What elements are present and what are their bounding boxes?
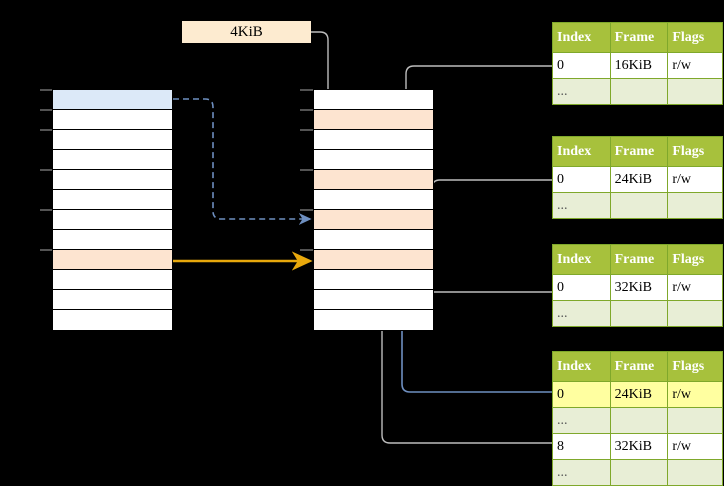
frame-cell[interactable] <box>314 90 433 110</box>
table-cell-flg: r/w <box>667 166 723 193</box>
column-header-flags: Flags <box>667 136 723 167</box>
vaddr-cell[interactable] <box>53 230 172 250</box>
vaddr-cell[interactable] <box>53 170 172 190</box>
vaddr-cell[interactable] <box>53 110 172 130</box>
table-ellipsis-row[interactable]: ... <box>552 407 723 434</box>
table-cell-idx: 0 <box>552 381 611 408</box>
table-cell-frm: 24KiB <box>609 381 669 408</box>
frame-cell[interactable] <box>314 150 433 170</box>
column-header-frame: Frame <box>609 244 669 275</box>
table-cell-frm: 16KiB <box>609 52 669 79</box>
table-ellipsis-row[interactable]: ... <box>552 78 723 105</box>
page-size-label: 4KiB <box>182 21 311 43</box>
table-ellipsis-row[interactable]: ... <box>552 459 723 486</box>
wire-table2-to-frame <box>414 179 552 224</box>
table-cell-frm <box>609 459 669 486</box>
table-cell-idx: ... <box>552 300 611 327</box>
table-cell-flg <box>667 300 723 327</box>
table-cell-flg: r/w <box>667 274 723 301</box>
frame-cell[interactable] <box>314 170 433 190</box>
table-cell-frm <box>609 300 669 327</box>
frame-cell[interactable] <box>314 210 433 230</box>
vaddr-cell[interactable] <box>53 90 172 110</box>
table-cell-idx: ... <box>552 407 611 434</box>
table-cell-flg <box>667 192 723 219</box>
offset-ticks-middle <box>300 89 313 251</box>
table-cell-idx: ... <box>552 192 611 219</box>
frame-cell[interactable] <box>314 270 433 290</box>
table-cell-idx: 8 <box>552 433 611 460</box>
column-header-flags: Flags <box>667 244 723 275</box>
column-header-index: Index <box>552 244 611 275</box>
column-header-flags: Flags <box>667 22 723 53</box>
table-cell-flg: r/w <box>667 381 723 408</box>
table-cell-idx: 0 <box>552 166 611 193</box>
table-cell-frm: 32KiB <box>609 274 669 301</box>
frame-cell[interactable] <box>314 130 433 150</box>
frame-cell[interactable] <box>314 190 433 210</box>
vaddr-cell[interactable] <box>53 310 172 330</box>
vaddr-cell[interactable] <box>53 290 172 310</box>
table-cell-idx: 0 <box>552 274 611 301</box>
table-cell-flg <box>667 459 723 486</box>
frame-cell[interactable] <box>314 230 433 250</box>
column-header-index: Index <box>552 22 611 53</box>
virtual-address-column <box>52 89 173 331</box>
table-cell-flg: r/w <box>667 433 723 460</box>
column-header-flags: Flags <box>667 351 723 382</box>
frame-cell[interactable] <box>314 310 433 330</box>
table-cell-frm: 32KiB <box>609 433 669 460</box>
column-header-frame: Frame <box>609 22 669 53</box>
vaddr-cell[interactable] <box>53 250 172 270</box>
frame-cell[interactable] <box>314 110 433 130</box>
table-ellipsis-row[interactable]: ... <box>552 192 723 219</box>
vaddr-cell[interactable] <box>53 190 172 210</box>
frame-cell[interactable] <box>314 290 433 310</box>
table-cell-idx: ... <box>552 78 611 105</box>
table-cell-frm: 24KiB <box>609 166 669 193</box>
table-cell-idx: 0 <box>552 52 611 79</box>
table-cell-frm <box>609 192 669 219</box>
column-header-frame: Frame <box>609 351 669 382</box>
column-header-frame: Frame <box>609 136 669 167</box>
frame-cell[interactable] <box>314 250 433 270</box>
offset-ticks <box>40 89 52 251</box>
table-cell-flg <box>667 407 723 434</box>
physical-memory-column <box>313 89 434 331</box>
vaddr-cell[interactable] <box>53 210 172 230</box>
table-cell-frm <box>609 78 669 105</box>
table-cell-flg: r/w <box>667 52 723 79</box>
column-header-index: Index <box>552 351 611 382</box>
column-header-index: Index <box>552 136 611 167</box>
vaddr-cell[interactable] <box>53 270 172 290</box>
table-cell-frm <box>609 407 669 434</box>
table-ellipsis-row[interactable]: ... <box>552 300 723 327</box>
wire-table3-to-frame <box>414 270 552 293</box>
vaddr-cell[interactable] <box>53 150 172 170</box>
wire-vaddr-to-frame-dashed <box>173 98 312 225</box>
table-cell-flg <box>667 78 723 105</box>
vaddr-cell[interactable] <box>53 130 172 150</box>
